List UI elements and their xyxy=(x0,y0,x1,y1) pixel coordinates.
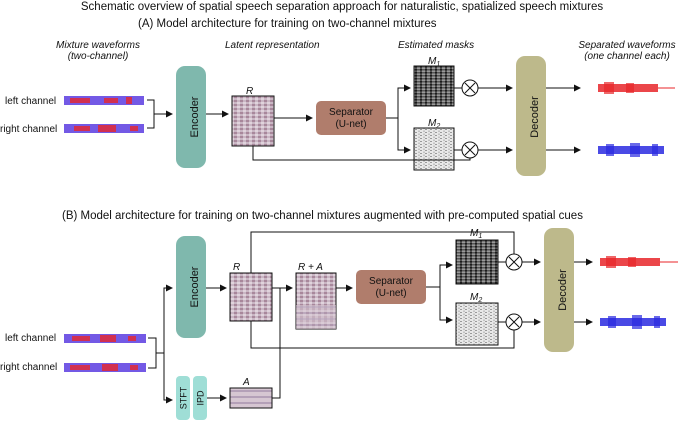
latent-representation-b xyxy=(229,272,273,322)
mask-m1-label-b: M1 xyxy=(470,228,482,240)
encoder-block-a xyxy=(176,66,206,168)
mask-m1-b xyxy=(455,239,499,285)
decoder-block-a xyxy=(516,56,546,176)
left-channel-label: left channel xyxy=(5,96,56,107)
label-mixture-waveforms: Mixture waveforms xyxy=(56,40,140,51)
left-channel-label-b: left channel xyxy=(5,333,56,344)
label-estimated-masks: Estimated masks xyxy=(398,40,474,51)
arrow-to-encoder-b xyxy=(156,284,173,354)
encoder-label-a: Encoder xyxy=(189,96,201,137)
input-bracket-b xyxy=(148,337,157,369)
panel-a-heading: (A) Model architecture for training on t… xyxy=(138,18,437,30)
separated-waveform-blue-a xyxy=(598,143,664,157)
right-channel-waveform-b xyxy=(64,363,146,372)
arrow-separator-to-m1-b xyxy=(426,261,453,288)
mask-m1-a xyxy=(413,65,455,107)
line-a-to-ra xyxy=(272,288,281,399)
panel-b: (B) Model architecture for training on t… xyxy=(0,210,678,420)
encoder-label-b: Encoder xyxy=(189,266,201,307)
decoder-label-b: Decoder xyxy=(557,269,569,311)
label-two-channel: (two-channel) xyxy=(68,51,129,62)
spatial-cue-a xyxy=(229,387,273,409)
label-separated-waveforms: Separated waveforms xyxy=(578,40,675,51)
separated-waveform-red-b xyxy=(600,256,678,268)
mask-m1-label-a: M1 xyxy=(428,56,440,68)
arrow-separator-to-m1-a xyxy=(386,84,411,119)
mask-m2-a xyxy=(413,127,455,171)
spatial-cue-a-label: A xyxy=(242,377,250,388)
r-plus-a-cue-overlay xyxy=(296,305,336,329)
multiply-node-1-a xyxy=(461,79,479,97)
stft-block xyxy=(176,376,190,420)
mask-m2-label-b: M2 xyxy=(470,292,482,304)
multiply-node-1-b xyxy=(505,253,523,271)
decoder-label-a: Decoder xyxy=(529,96,541,138)
latent-representation-a xyxy=(231,95,275,147)
right-channel-label: right channel xyxy=(0,124,57,135)
separated-waveform-blue-b xyxy=(600,315,666,329)
multiply-node-2-a xyxy=(461,141,479,159)
mask-m2-b xyxy=(455,302,499,346)
latent-r-label-b: R xyxy=(233,262,240,273)
label-one-channel-each: (one channel each) xyxy=(584,51,670,62)
latent-bypass-bottom-b xyxy=(250,321,515,349)
right-channel-waveform xyxy=(64,124,144,133)
label-latent-representation: Latent representation xyxy=(225,40,320,51)
decoder-block-b xyxy=(544,228,574,352)
separator-unet-label-b: (U-net) xyxy=(375,288,406,299)
ipd-label: IPD xyxy=(195,390,205,406)
mask-m2-label-a: M2 xyxy=(428,118,440,130)
panel-b-heading: (B) Model architecture for training on t… xyxy=(62,210,583,222)
panel-a: (A) Model architecture for training on t… xyxy=(0,18,676,176)
arrow-separator-to-m2-a xyxy=(397,118,411,154)
latent-bypass-line-a xyxy=(252,146,471,161)
multiply-node-2-b xyxy=(505,313,523,331)
separator-block-b xyxy=(356,270,426,304)
ipd-block xyxy=(193,376,207,420)
separator-label-b: Separator xyxy=(369,276,414,287)
separated-waveform-red-a xyxy=(598,82,675,94)
left-channel-waveform-b xyxy=(64,334,146,343)
latent-r-label-a: R xyxy=(246,86,253,97)
left-channel-waveform xyxy=(64,96,144,105)
separator-block-a xyxy=(316,101,386,135)
separator-label-a: Separator xyxy=(329,107,374,118)
latent-bypass-top-b xyxy=(250,231,515,273)
arrow-to-stft-b xyxy=(163,353,173,404)
stft-label: STFT xyxy=(178,386,188,409)
separator-unet-label-a: (U-net) xyxy=(335,119,366,130)
arrow-separator-to-m2-b xyxy=(439,287,453,324)
encoder-block-b xyxy=(176,236,206,338)
figure-title: Schematic overview of spatial speech sep… xyxy=(81,1,603,13)
right-channel-label-b: right channel xyxy=(0,362,57,373)
r-plus-a-label: R + A xyxy=(298,262,323,273)
